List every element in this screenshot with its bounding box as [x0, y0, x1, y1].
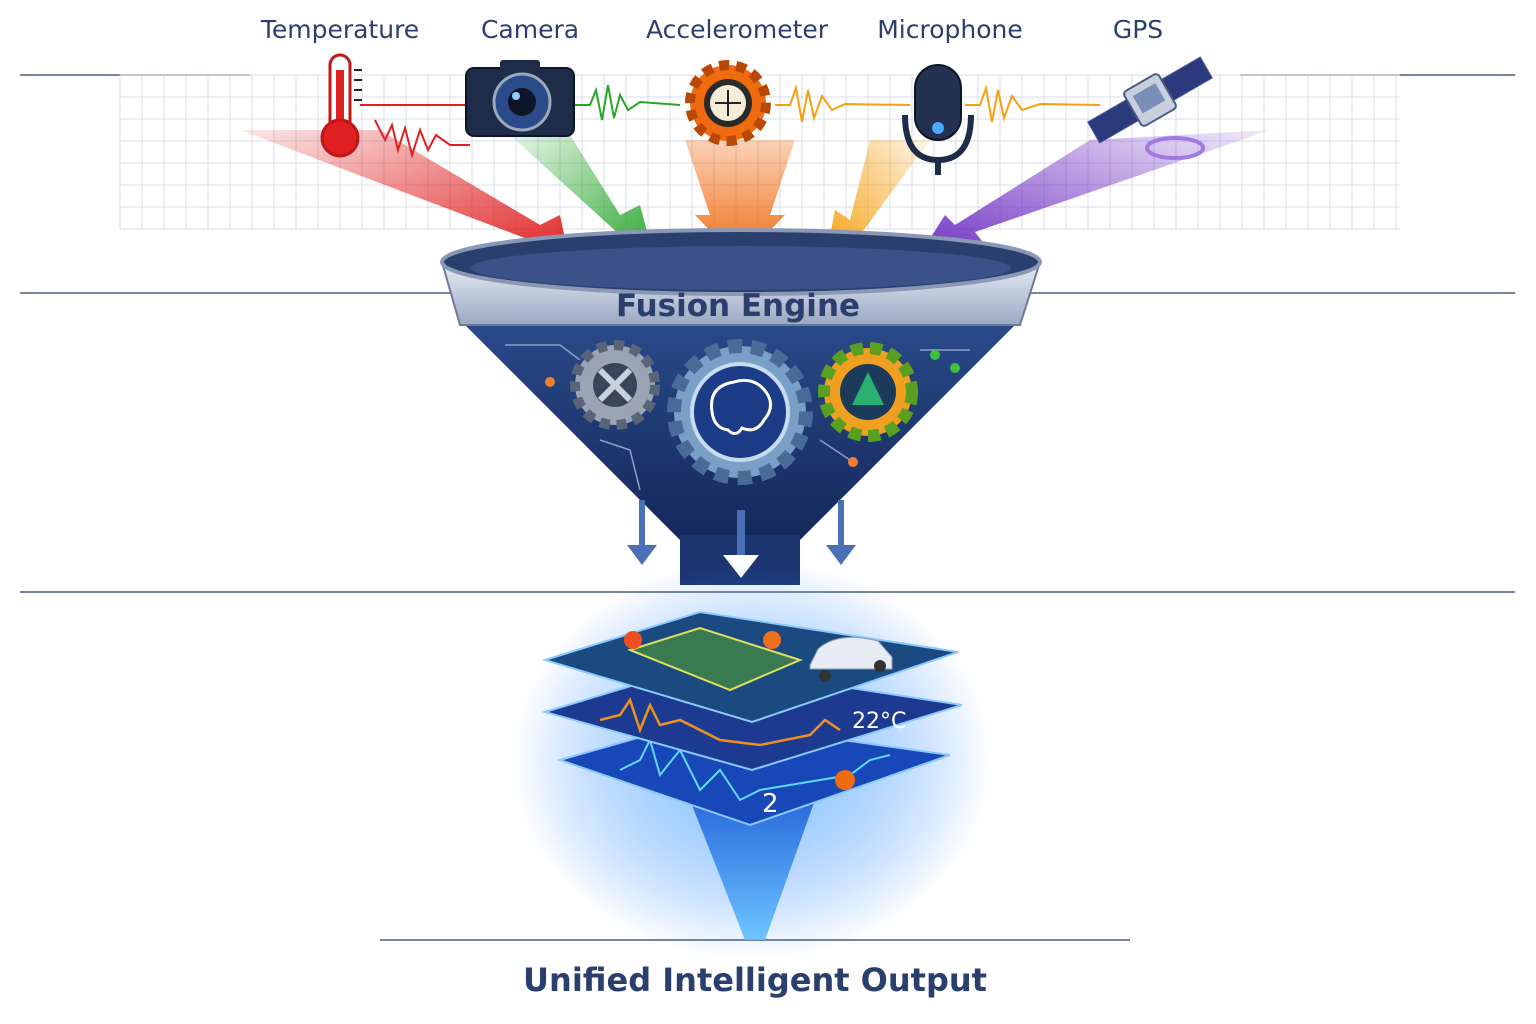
gear-gauge-icon — [685, 60, 771, 146]
thermometer-icon — [320, 53, 362, 158]
arrow-camera — [510, 135, 655, 262]
map-pin-icon — [624, 631, 642, 649]
output-title: Unified Intelligent Output — [523, 961, 987, 999]
sensor-label-microphone: Microphone — [877, 15, 1023, 44]
output-data-layers: 2 22°C — [512, 560, 992, 960]
lower-readout: 2 — [762, 789, 779, 819]
map-pin-icon — [763, 631, 781, 649]
sensor-label-gps: GPS — [1113, 15, 1163, 44]
temperature-readout: 22°C — [852, 709, 906, 734]
car-icon — [809, 636, 893, 682]
satellite-icon — [1087, 56, 1213, 160]
sensor-label-temperature: Temperature — [260, 15, 419, 44]
fusion-engine-title: Fusion Engine — [616, 288, 860, 324]
data-layer-map — [541, 610, 959, 724]
ai-gear-icon — [818, 342, 918, 442]
sensor-label-camera: Camera — [481, 15, 579, 44]
fusion-engine-funnel: Fusion Engine — [440, 228, 1042, 585]
sensor-label-accelerometer: Accelerometer — [646, 15, 829, 44]
gear-icon — [570, 340, 660, 430]
brain-gear-icon — [667, 339, 813, 485]
microphone-icon — [902, 64, 974, 175]
output-beam — [690, 800, 815, 940]
camera-icon — [465, 60, 575, 137]
